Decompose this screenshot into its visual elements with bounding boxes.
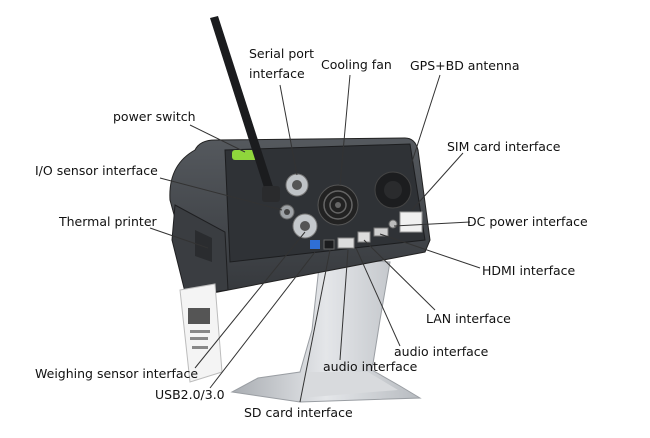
leader-hdmi	[379, 233, 481, 269]
usb-port-icon	[310, 240, 320, 249]
label-io-sensor: I/O sensor interface	[35, 163, 158, 178]
serial-port-icon	[285, 173, 309, 197]
leader-fan	[339, 74, 351, 186]
leader-weighing	[194, 231, 306, 369]
label-dc-power: DC power interface	[467, 214, 588, 229]
leader-gps	[409, 74, 441, 169]
sd-card-slot-icon	[337, 237, 355, 249]
power-switch-icon	[232, 150, 258, 160]
label-gps-antenna: GPS+BD antenna	[410, 58, 520, 73]
dc-power-port-icon	[388, 219, 398, 229]
gps-antenna-knob-icon	[374, 171, 412, 209]
label-lan: LAN interface	[426, 311, 511, 326]
sim-card-slot-icon	[399, 211, 423, 233]
label-audio-right: audio interface	[394, 344, 489, 359]
leader-dc	[393, 221, 471, 227]
leader-power-switch	[189, 124, 246, 153]
label-serial-port: Serial port interface	[249, 46, 314, 81]
leader-lan	[363, 239, 436, 311]
leader-audio-bottom	[339, 249, 349, 361]
antenna	[210, 16, 280, 202]
label-weighing-sensor: Weighing sensor interface	[35, 366, 199, 381]
label-sim-card: SIM card interface	[447, 139, 561, 154]
leader-lines	[149, 74, 481, 403]
leader-serial	[279, 84, 298, 176]
metal-stand	[230, 257, 422, 403]
label-sd-card: SD card interface	[244, 405, 353, 420]
cooling-fan-icon	[317, 184, 359, 226]
label-cooling-fan: Cooling fan	[321, 57, 392, 72]
leader-printer	[149, 227, 209, 249]
io-sensor-port-icon	[279, 204, 295, 220]
leader-usb	[209, 251, 316, 389]
usb-port-2-icon	[323, 239, 335, 250]
receipt-paper	[179, 283, 223, 383]
label-power-switch: power switch	[113, 109, 196, 124]
lan-port-icon	[357, 231, 371, 243]
hdmi-port-icon	[373, 227, 389, 237]
leader-io	[159, 177, 283, 211]
label-audio-bottom: audio interface	[323, 359, 418, 374]
label-thermal-printer: Thermal printer	[59, 214, 157, 229]
leader-sim	[411, 152, 464, 211]
leader-audio-right	[355, 247, 401, 347]
label-hdmi: HDMI interface	[482, 263, 576, 278]
weighing-sensor-port-icon	[292, 213, 318, 239]
label-usb: USB2.0/3.0	[155, 387, 225, 402]
leader-sd	[299, 249, 331, 403]
